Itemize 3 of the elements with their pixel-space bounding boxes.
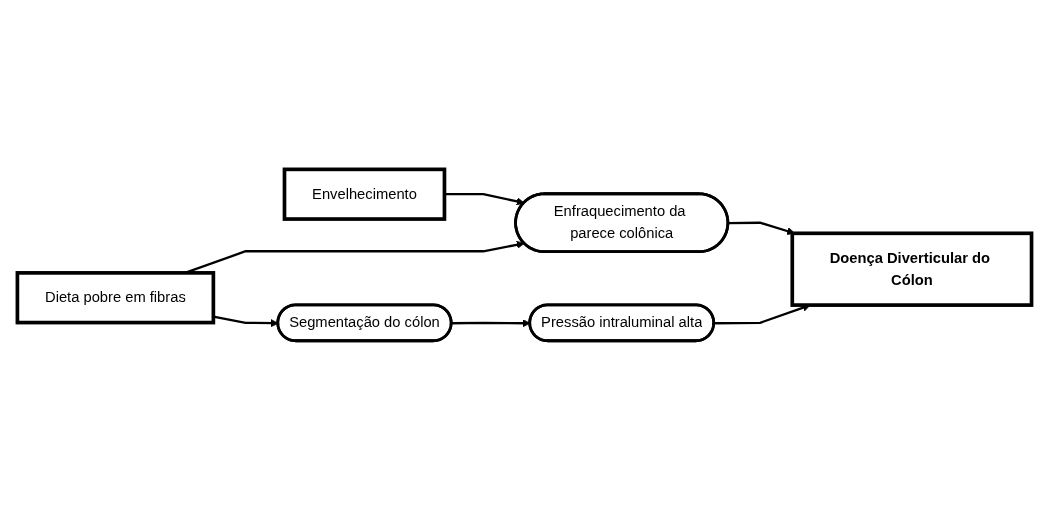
node-box: Envelhecimento: [282, 167, 447, 222]
node-box: Dieta pobre em fibras: [15, 271, 216, 325]
node-box: Doença Diverticular do Cólon: [790, 231, 1034, 308]
